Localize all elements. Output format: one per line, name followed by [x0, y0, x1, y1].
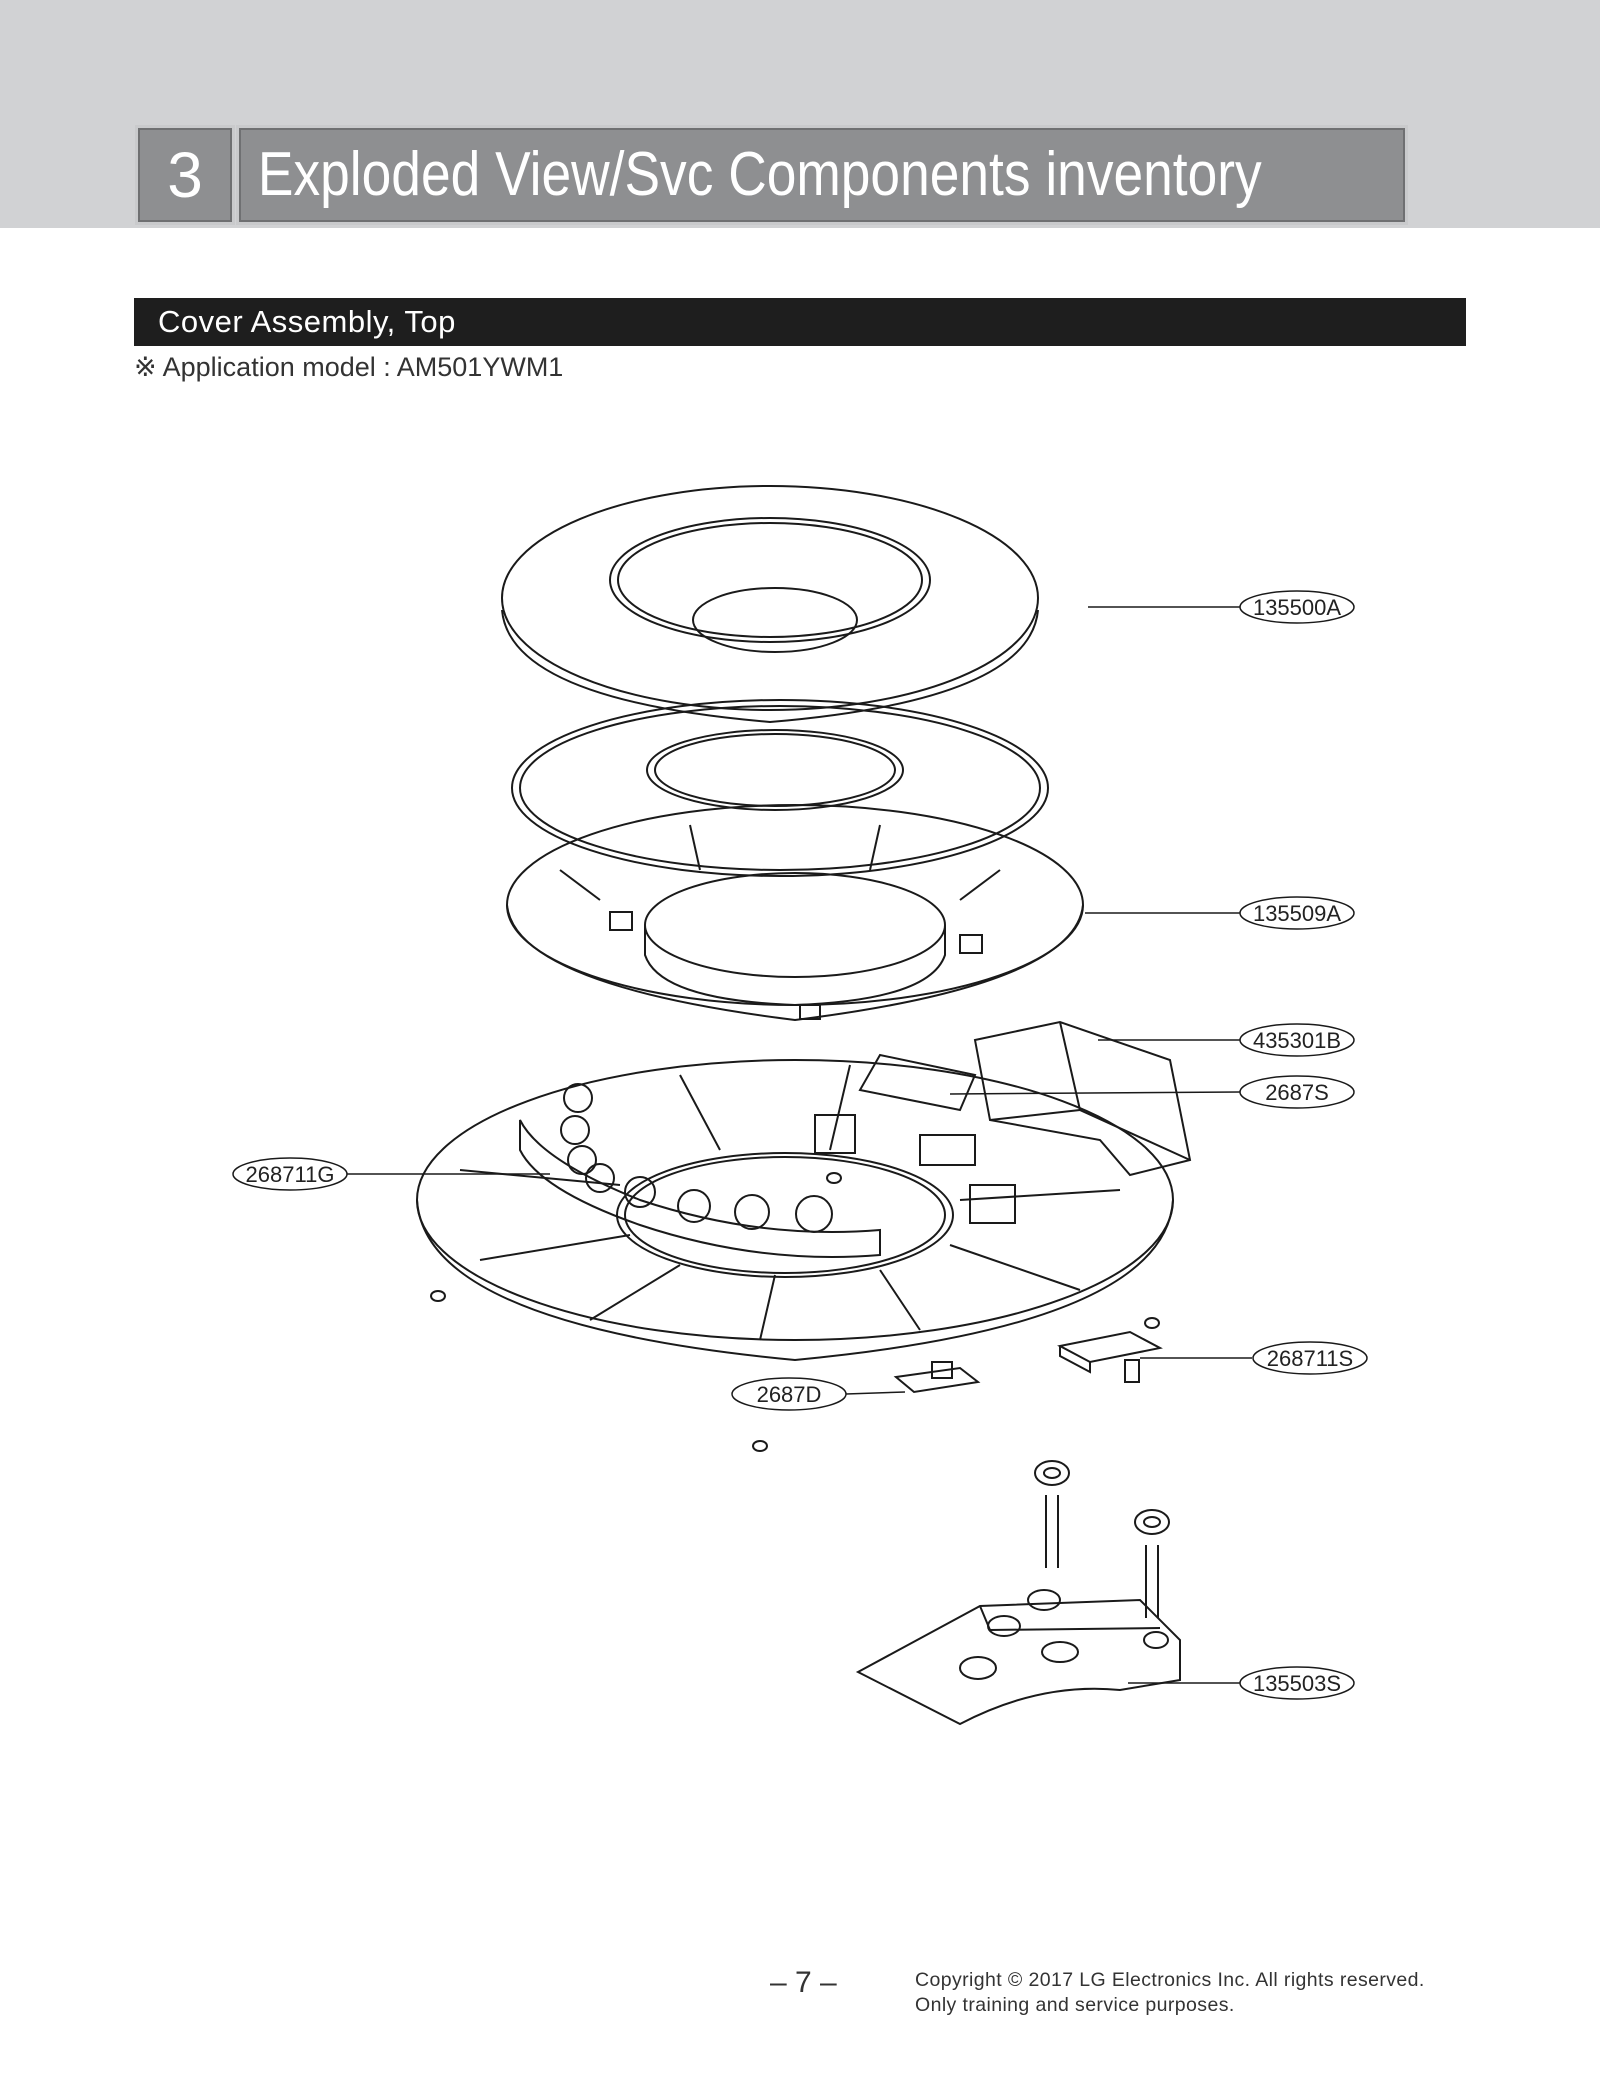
- callout-label-135509A: 135509A: [1253, 901, 1341, 926]
- small-clip-part: [893, 1361, 981, 1394]
- cover-frame-part: [506, 804, 1084, 1022]
- switch-bracket-part: [1057, 1330, 1163, 1383]
- callout-label-135503S: 135503S: [1253, 1671, 1341, 1696]
- callout-label-2687S: 2687S: [1265, 1080, 1329, 1105]
- page-title-box: Exploded View/Svc Components inventory: [236, 125, 1408, 225]
- copyright-line-1: Copyright © 2017 LG Electronics Inc. All…: [915, 1969, 1425, 1991]
- callout-135503S: 135503S: [1128, 1666, 1355, 1700]
- section-title: Cover Assembly, Top: [158, 304, 456, 339]
- callout-label-2687D: 2687D: [757, 1382, 822, 1407]
- base-plate-part: [416, 1053, 1174, 1362]
- bottom-bracket-part: [855, 1460, 1181, 1726]
- pcb-cover-part: [973, 1020, 1192, 1177]
- callout-435301B: 435301B: [1098, 1023, 1355, 1057]
- callout-label-135500A: 135500A: [1253, 595, 1341, 620]
- application-model: ※ Application model : AM501YWM1: [134, 352, 564, 382]
- gasket-ring-part: [511, 699, 1049, 877]
- section-number: 3: [167, 139, 203, 211]
- section-title-bar: Cover Assembly, Top: [134, 298, 1466, 346]
- callout-label-435301B: 435301B: [1253, 1028, 1341, 1053]
- top-cover-part: [501, 485, 1039, 724]
- callout-268711G: 268711G: [232, 1157, 550, 1191]
- callout-268711S: 268711S: [1140, 1341, 1368, 1375]
- callout-label-268711G: 268711G: [246, 1162, 335, 1187]
- section-number-box: 3: [135, 125, 235, 225]
- copyright-notice: Copyright © 2017 LG Electronics Inc. All…: [915, 1968, 1425, 2018]
- copyright-line-2: Only training and service purposes.: [915, 1994, 1235, 2016]
- callout-135509A: 135509A: [1085, 896, 1355, 930]
- callout-2687S: 2687S: [949, 1075, 1355, 1109]
- page-number: – 7 –: [770, 1966, 837, 1999]
- callout-2687D: 2687D: [731, 1377, 906, 1411]
- page-title: Exploded View/Svc Components inventory: [257, 140, 1262, 209]
- callout-135500A: 135500A: [1088, 590, 1355, 624]
- callout-label-268711S: 268711S: [1267, 1346, 1353, 1371]
